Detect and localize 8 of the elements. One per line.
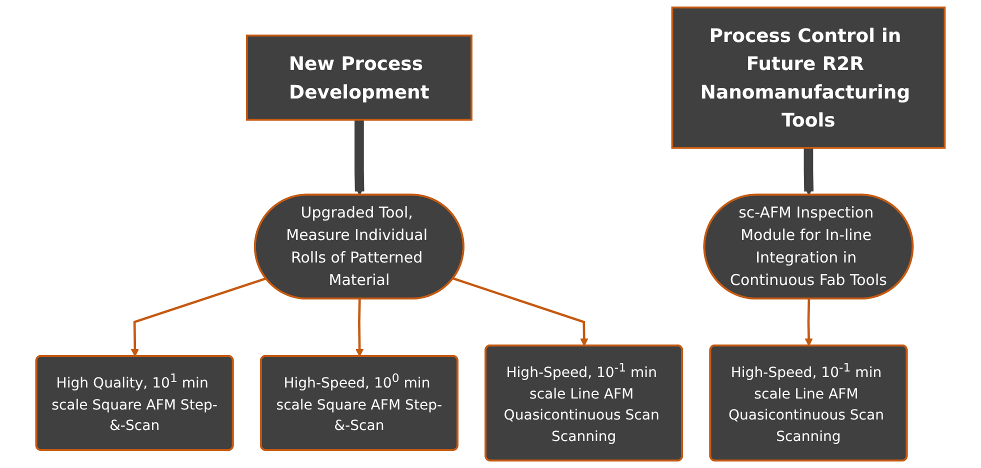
arrow — [804, 299, 813, 346]
arrow — [354, 120, 364, 196]
arrow — [355, 299, 364, 357]
arrow — [804, 148, 814, 196]
arrow — [130, 277, 266, 357]
node-box: Process Control in Future R2R Nanomanufacturing Tools — [671, 6, 946, 149]
arrow — [452, 277, 588, 346]
node-box: New Process Development — [246, 34, 472, 121]
